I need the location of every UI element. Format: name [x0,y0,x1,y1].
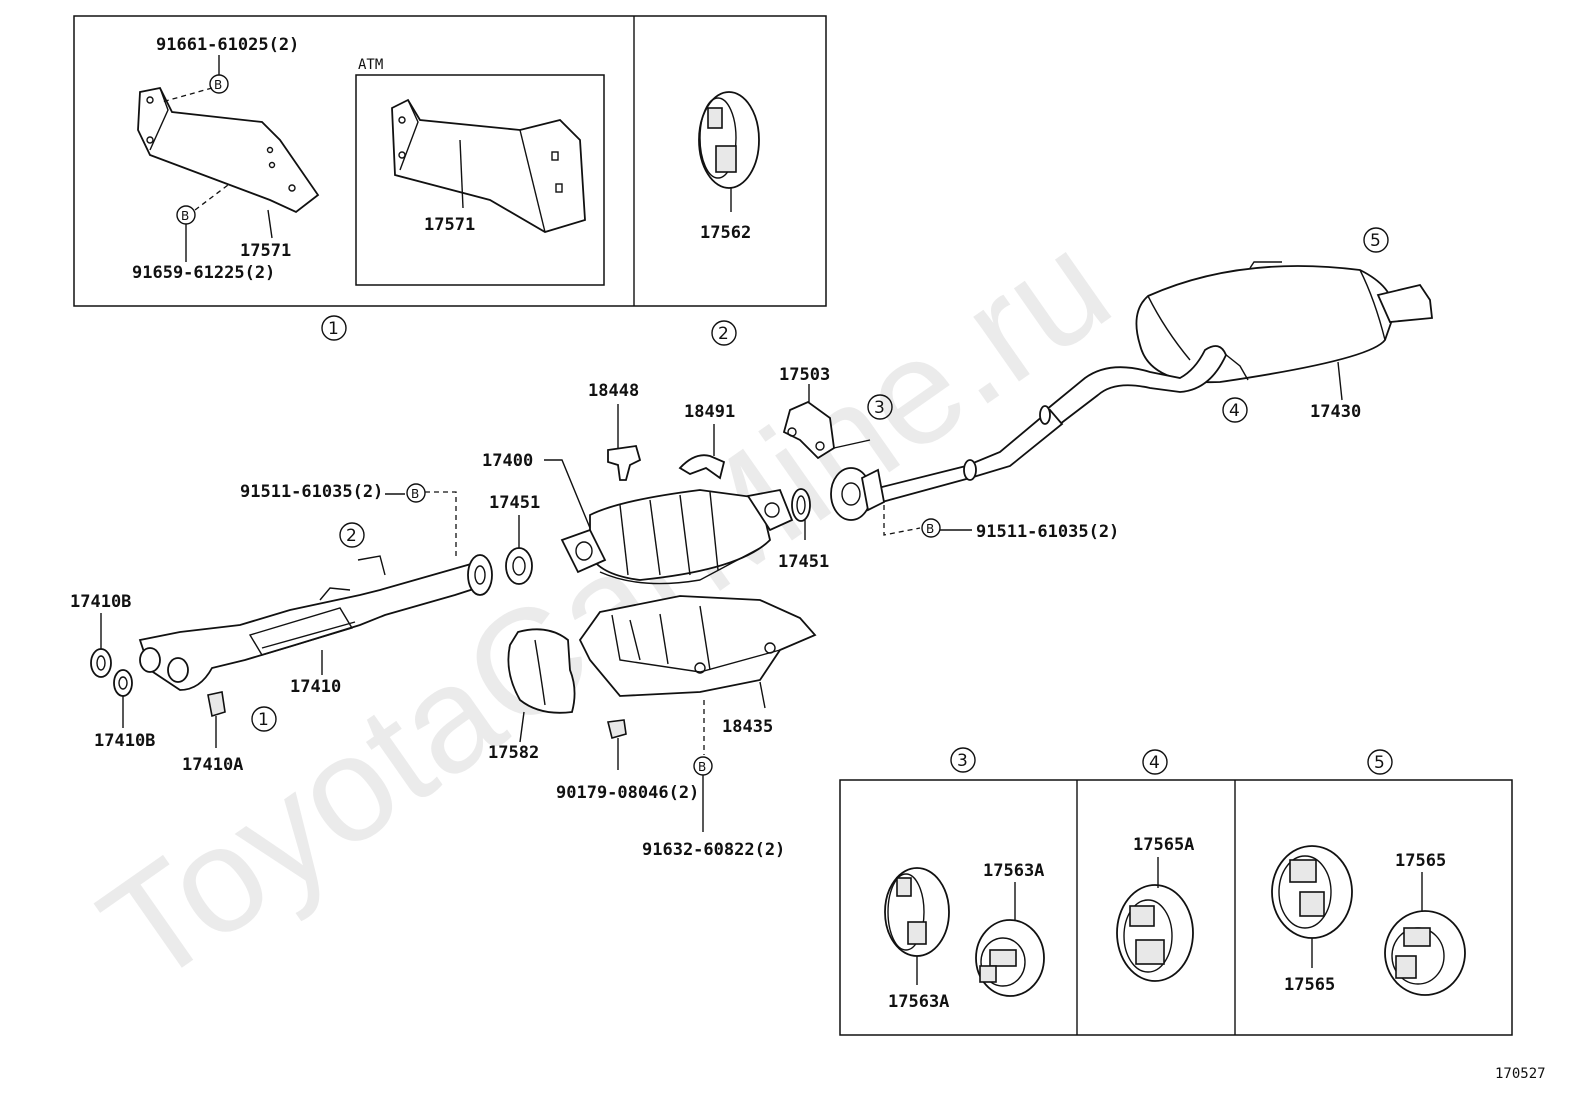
callout-4-muffler: 4 [1222,397,1248,423]
rubber-hanger-17562-icon [698,91,760,189]
watermark: ToyotaCarMine.ru [72,200,1138,1017]
hanger-17565-b-icon [1384,910,1466,996]
nut-90179-icon [607,719,627,739]
hanger-panel-box [839,779,1513,1036]
tailpipe-muffler-17430-icon [830,261,1433,521]
bolt-b-icon: B [693,756,713,776]
label-91511-61035-right: 91511-61035(2) [976,522,1119,542]
label-91511-61035-left: 91511-61035(2) [240,482,383,502]
svg-text:4: 4 [1149,753,1160,773]
svg-text:2: 2 [346,526,357,546]
bracket-17571-atm-icon [391,98,586,233]
svg-text:B: B [214,78,222,92]
gasket-17451-left-icon [505,547,533,585]
callout-3-box: 3 [950,747,976,773]
label-17563A-b: 17563A [983,861,1044,881]
bolt-b-icon: B [176,205,196,225]
svg-text:5: 5 [1370,231,1381,251]
gasket-17410B-lower-icon [113,669,133,697]
label-91661-61025: 91661-61025(2) [156,35,299,55]
bolt-b-icon: B [406,483,426,503]
label-17565A: 17565A [1133,835,1194,855]
bolt-b-icon: B [921,518,941,538]
bolt-b-icon: B [209,74,229,94]
svg-text:1: 1 [328,319,339,339]
label-17410B-upper: 17410B [70,592,131,612]
svg-text:B: B [411,487,419,501]
nut-17410A-icon [207,691,226,718]
label-18491: 18491 [684,402,735,422]
label-17451-left: 17451 [489,493,540,513]
label-17410: 17410 [290,677,341,697]
label-17565-a: 17565 [1284,975,1335,995]
hanger-17563A-a-icon [884,867,950,957]
label-91659-61225: 91659-61225(2) [132,263,275,283]
label-17571-atm: 17571 [424,215,475,235]
clip-18448-icon [607,444,642,481]
hanger-17563A-b-icon [975,919,1045,997]
svg-text:B: B [181,209,189,223]
svg-text:B: B [698,760,706,774]
label-17503: 17503 [779,365,830,385]
label-17430: 17430 [1310,402,1361,422]
bracket-panel-box [73,15,827,307]
label-17571-left: 17571 [240,241,291,261]
heat-insulator-17582-icon [507,628,576,714]
callout-2-pipe: 2 [339,522,365,548]
callout-5-muffler: 5 [1363,227,1389,253]
svg-text:5: 5 [1374,753,1385,773]
svg-text:1: 1 [258,710,269,730]
label-18448: 18448 [588,381,639,401]
bracket-17503-icon [782,400,871,460]
label-17565-b: 17565 [1395,851,1446,871]
figure-code: 170527 [1495,1066,1546,1082]
callout-1-pipe: 1 [251,706,277,732]
hanger-17565A-icon [1116,884,1194,982]
callout-5-box: 5 [1367,749,1393,775]
callout-3-bracket: 3 [867,394,893,420]
gasket-17451-right-icon [791,488,811,522]
svg-text:4: 4 [1229,401,1240,421]
callout-1-top: 1 [321,315,347,341]
gasket-17410B-upper-icon [90,648,112,678]
svg-text:3: 3 [874,398,885,418]
atm-label: ATM [358,57,383,73]
label-17451-right: 17451 [778,552,829,572]
label-17410B-lower: 17410B [94,731,155,751]
bracket-17571-icon [137,86,320,214]
heat-shield-18435-icon [578,595,817,697]
label-17562: 17562 [700,223,751,243]
label-17410A: 17410A [182,755,243,775]
label-18435: 18435 [722,717,773,737]
svg-text:3: 3 [957,751,968,771]
front-exhaust-pipe-17410-icon [138,554,493,691]
label-90179-08046: 90179-08046(2) [556,783,699,803]
hanger-17565-a-icon [1271,845,1353,939]
callout-2-top: 2 [711,320,737,346]
callout-4-box: 4 [1142,749,1168,775]
label-91632-60822: 91632-60822(2) [642,840,785,860]
label-17582: 17582 [488,743,539,763]
atm-inner-box [355,74,605,286]
label-17400: 17400 [482,451,533,471]
label-17563A-a: 17563A [888,992,949,1012]
svg-text:B: B [926,522,934,536]
svg-text:2: 2 [718,324,729,344]
catalytic-converter-17400-icon [560,488,794,585]
clip-18491-icon [678,454,726,480]
